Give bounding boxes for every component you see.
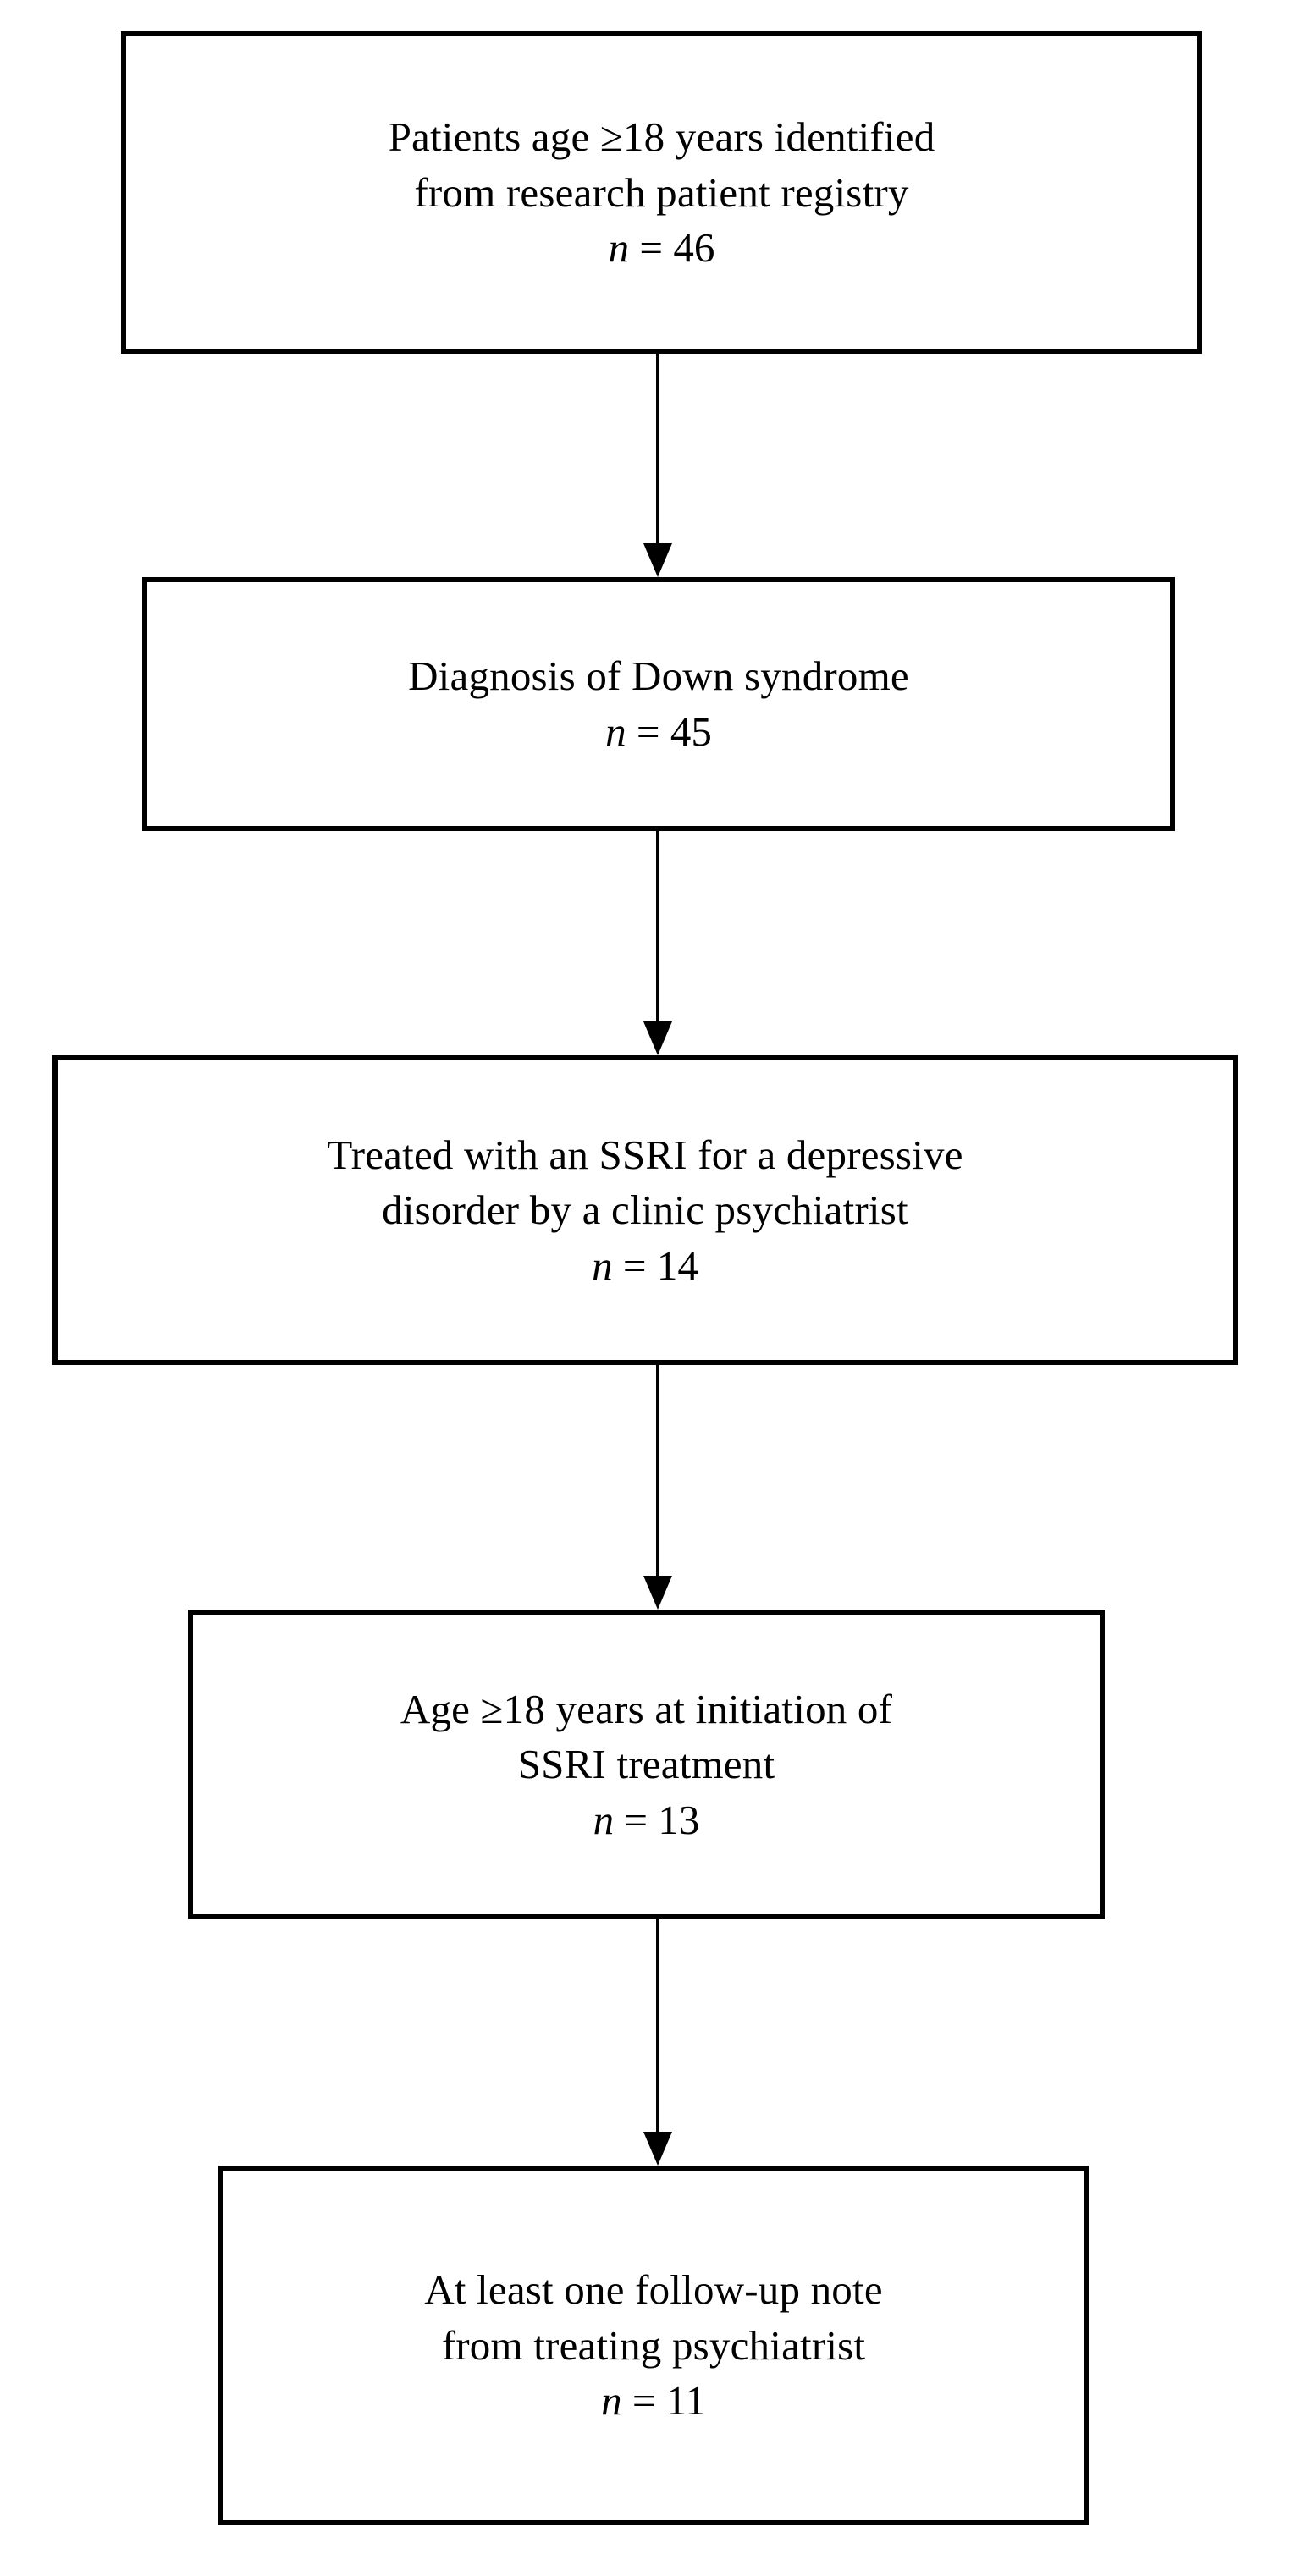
flow-node-2-line-1: Diagnosis of Down syndrome xyxy=(408,652,909,700)
flow-node-3-count: n = 14 xyxy=(592,1238,698,1294)
flow-node-5-count-value: 11 xyxy=(665,2377,706,2425)
flow-arrow-1-head xyxy=(643,543,672,577)
flow-arrow-2-head xyxy=(643,1021,672,1055)
flow-node-2-count-equals: = xyxy=(626,708,670,755)
flow-node-4-count: n = 13 xyxy=(593,1792,700,1848)
flow-arrow-2-shaft xyxy=(656,831,659,1025)
flow-node-1-line-1: Patients age ≥18 years identified xyxy=(388,113,935,161)
flow-node-ssri-treated: Treated with an SSRI for a depressive di… xyxy=(52,1055,1238,1365)
flow-node-4-count-equals: = xyxy=(614,1796,659,1843)
flow-node-5-count: n = 11 xyxy=(601,2373,706,2429)
flow-node-1-count-symbol: n xyxy=(608,224,630,272)
flow-arrow-4-head xyxy=(643,2132,672,2166)
flow-node-followup-note: At least one follow-up note from treatin… xyxy=(218,2166,1089,2525)
flow-node-3-count-value: 14 xyxy=(656,1241,698,1289)
flow-node-1-count-equals: = xyxy=(629,224,674,272)
flow-node-1-count: n = 46 xyxy=(609,220,715,276)
flow-node-2-count-value: 45 xyxy=(670,708,712,755)
flow-node-5-count-symbol: n xyxy=(601,2377,622,2425)
flow-arrow-3-head xyxy=(643,1576,672,1610)
flow-node-4-count-symbol: n xyxy=(593,1796,615,1843)
flow-node-4-line-2: SSRI treatment xyxy=(517,1741,775,1788)
flow-node-age-at-initiation: Age ≥18 years at initiation of SSRI trea… xyxy=(188,1610,1105,1919)
flow-node-5-line-1: At least one follow-up note xyxy=(424,2266,883,2314)
flow-node-1-line-2: from research patient registry xyxy=(414,168,909,216)
flow-node-4-line-1: Age ≥18 years at initiation of xyxy=(400,1685,893,1732)
flow-node-2-count: n = 45 xyxy=(605,704,712,760)
flow-node-3-line-1: Treated with an SSRI for a depressive xyxy=(327,1131,963,1178)
flow-node-4-count-value: 13 xyxy=(658,1796,700,1843)
flow-node-5-count-equals: = xyxy=(621,2377,666,2425)
flow-node-2-count-symbol: n xyxy=(605,708,626,755)
flow-arrow-1-shaft xyxy=(656,354,659,547)
flow-node-patients-identified: Patients age ≥18 years identified from r… xyxy=(121,31,1202,354)
flow-node-3-line-2: disorder by a clinic psychiatrist xyxy=(382,1186,908,1234)
flow-arrow-4-shaft xyxy=(656,1919,659,2135)
flow-node-5-line-2: from treating psychiatrist xyxy=(441,2321,866,2369)
flow-arrow-3-shaft xyxy=(656,1365,659,1579)
flow-node-3-count-equals: = xyxy=(612,1241,657,1289)
flow-node-down-syndrome-diagnosis: Diagnosis of Down syndrome n = 45 xyxy=(142,577,1175,831)
flow-node-1-count-value: 46 xyxy=(673,224,715,272)
flow-node-3-count-symbol: n xyxy=(592,1241,613,1289)
